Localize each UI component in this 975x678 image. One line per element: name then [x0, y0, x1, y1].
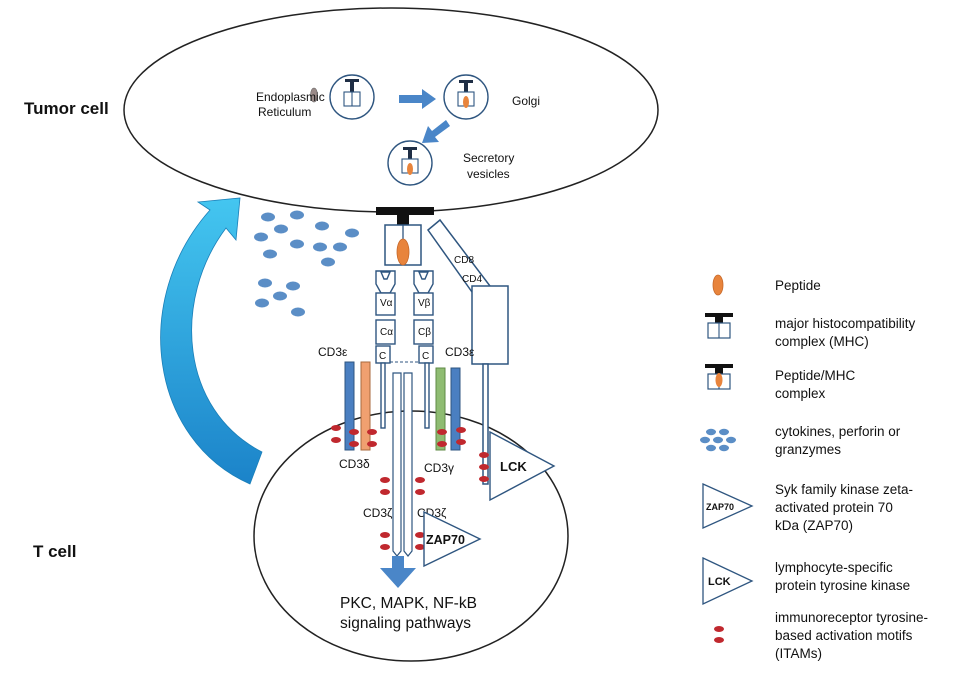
cd3z-left-label: CD3ζ — [363, 506, 393, 520]
legend-zap70-text-2: activated protein 70 — [775, 500, 893, 515]
c-alpha-label: Cα — [380, 327, 393, 338]
tumor-cell-label: Tumor cell — [24, 99, 109, 118]
legend-cytokine-text-1: cytokines, perforin or — [775, 424, 901, 439]
arrow-golgi-to-vesicle — [422, 120, 450, 143]
v-alpha-label: Vα — [380, 298, 393, 309]
arrow-er-to-golgi — [399, 89, 436, 109]
signaling-line2: signaling pathways — [340, 615, 471, 632]
cd3e-right-label: CD3ε — [445, 345, 475, 359]
free-peptide — [310, 87, 318, 103]
legend-pmhc-text-2: complex — [775, 386, 826, 401]
cd8-label: CD8 — [454, 255, 474, 266]
legend-mhc-text-2: complex (MHC) — [775, 334, 869, 349]
legend-zap70-icon-label: ZAP70 — [706, 502, 734, 512]
legend-itam-text-2: based activation motifs — [775, 628, 913, 643]
cd3g-label: CD3γ — [424, 461, 454, 475]
cd3-epsilon-left-chain — [344, 361, 355, 451]
legend-zap70-text-3: kDa (ZAP70) — [775, 518, 853, 533]
cytokines — [254, 210, 359, 317]
legend-zap70-text-1: Syk family kinase zeta- — [775, 482, 913, 497]
legend-peptide-mhc-icon — [705, 364, 733, 390]
tcr-beta-chain — [413, 270, 434, 429]
c-right-label: C — [422, 351, 429, 362]
zap70-kinase — [423, 510, 482, 568]
cd3-zeta-chains — [392, 372, 413, 557]
legend-lck-icon — [702, 556, 754, 606]
golgi-compartment — [443, 74, 489, 120]
cd8-cd4-coreceptor — [426, 218, 509, 485]
lck-kinase — [489, 430, 556, 502]
vesicles-label-line1: Secretory — [463, 151, 514, 165]
legend-itam-text-1: immunoreceptor tyrosine- — [775, 610, 928, 625]
c-left-label: C — [379, 351, 386, 362]
legend-peptide-text: Peptide — [775, 278, 821, 293]
legend-itam-icon — [714, 626, 724, 643]
cd3-gamma-chain — [435, 367, 446, 451]
v-beta-label: Vβ — [418, 298, 431, 309]
legend-cytokine-text-2: granzymes — [775, 442, 841, 457]
er-label-line1: Endoplasmic — [256, 90, 325, 104]
er-label-line2: Reticulum — [258, 105, 311, 119]
legend-cytokine-icon — [700, 428, 736, 452]
cd3e-left-label: CD3ε — [318, 345, 348, 359]
vesicles-label-line2: vesicles — [467, 167, 510, 181]
itams — [331, 425, 489, 550]
legend-lck-text-2: protein tyrosine kinase — [775, 578, 910, 593]
legend-pmhc-text-1: Peptide/MHC — [775, 368, 856, 383]
er-compartment — [310, 74, 375, 120]
cytokine-release-arrow — [160, 197, 263, 485]
legend-peptide-icon — [712, 274, 724, 296]
golgi-label: Golgi — [512, 94, 540, 108]
legend-lck-text-1: lymphocyte-specific — [775, 560, 893, 575]
legend-lck-icon-label: LCK — [708, 576, 731, 588]
legend-itam-text-3: (ITAMs) — [775, 646, 822, 661]
signaling-line1: PKC, MAPK, NF-kB — [340, 595, 477, 612]
legend-mhc-icon — [705, 313, 733, 339]
c-beta-label: Cβ — [418, 327, 431, 338]
legend-zap70-icon — [702, 482, 754, 530]
legend-mhc-text-1: major histocompatibility — [775, 316, 916, 331]
t-cell-label: T cell — [33, 542, 76, 561]
cd3-delta-chain — [360, 361, 371, 451]
zap70-label: ZAP70 — [426, 533, 465, 547]
lck-label: LCK — [500, 459, 527, 474]
tumor-cell-membrane — [123, 7, 659, 213]
cd4-label: CD4 — [462, 274, 482, 285]
presented-peptide — [396, 238, 410, 266]
cd3d-label: CD3δ — [339, 457, 370, 471]
legend: Peptide major histocompatibility complex… — [700, 274, 928, 661]
signaling-down-arrow — [380, 556, 416, 588]
secretory-vesicle — [387, 140, 433, 186]
cd3-epsilon-right-chain — [450, 367, 461, 451]
peptide-mhc-complex — [376, 207, 434, 266]
tcr-alpha-chain — [375, 270, 396, 429]
